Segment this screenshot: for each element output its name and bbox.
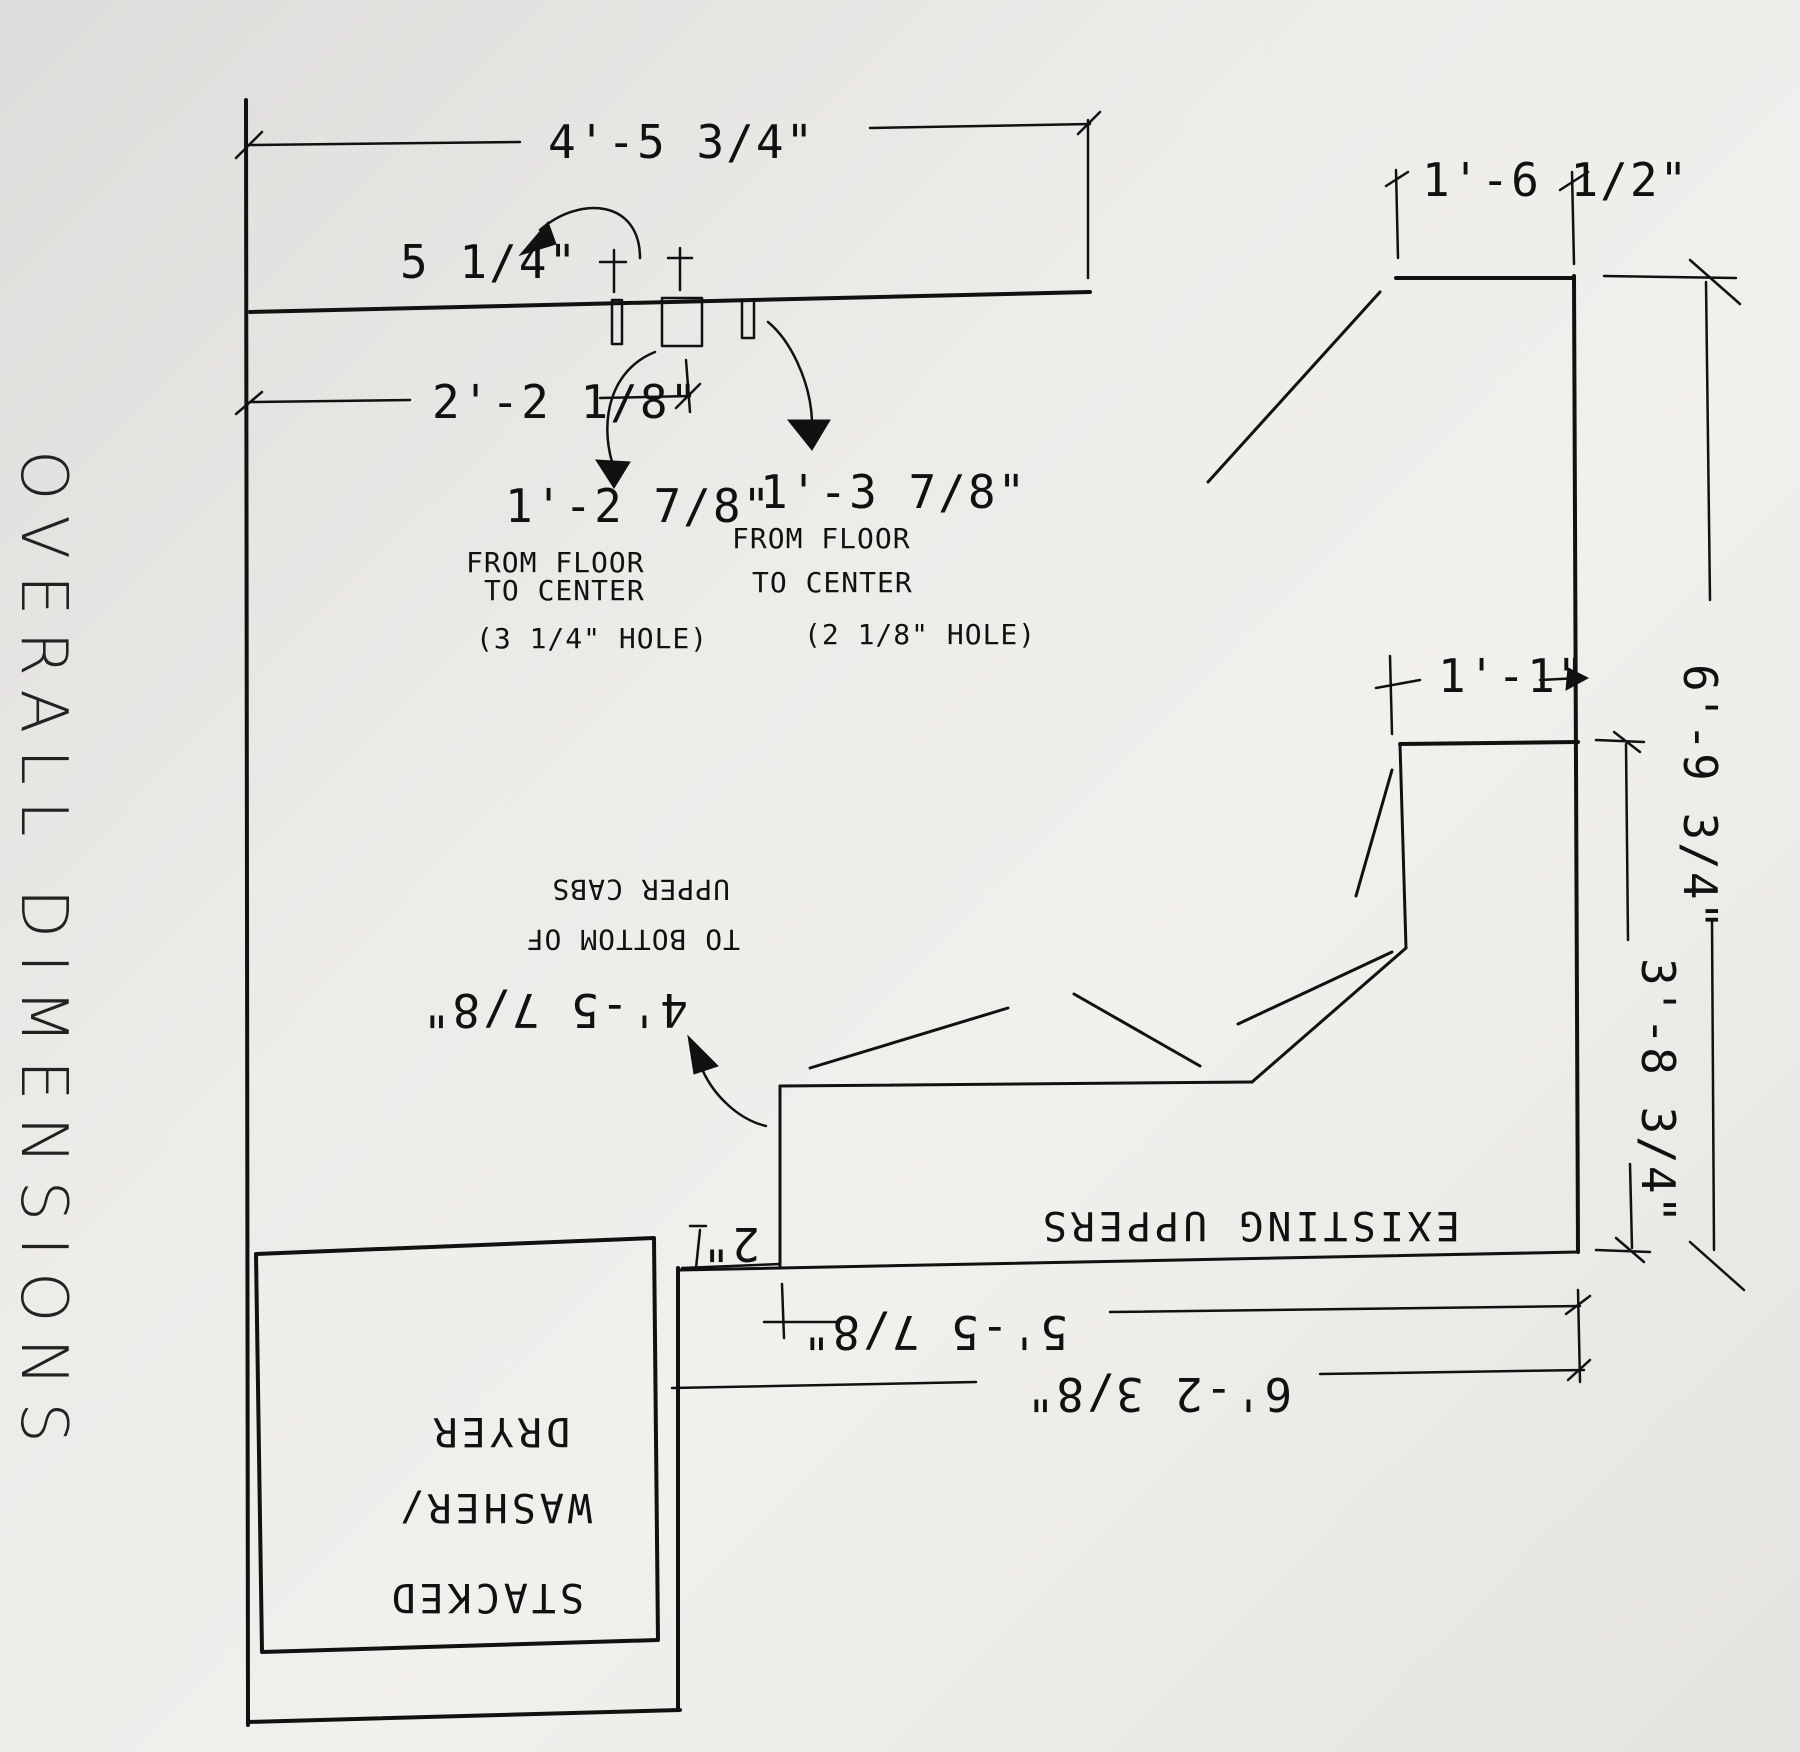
bottom-run-outer-label: 6'-2 3/8" bbox=[1025, 1367, 1292, 1421]
hole-note-arrows bbox=[595, 320, 831, 489]
right-cabinet-outline bbox=[778, 274, 1580, 1270]
wall-holes: 5 1/4" bbox=[400, 206, 756, 348]
drawing-title: OVERALL DIMENSIONS bbox=[6, 450, 80, 1459]
right-hole-line2: TO CENTER bbox=[752, 566, 913, 599]
to-bottom-upper-label: 4'-5 7/8" bbox=[421, 983, 688, 1037]
right-hole-size: (2 1/8" HOLE) bbox=[804, 618, 1036, 651]
washer-line3: DRYER bbox=[430, 1408, 570, 1454]
gap-label: 2" bbox=[701, 1217, 760, 1271]
left-hole-height: 1'-2 7/8" bbox=[505, 479, 772, 533]
bottom-run-inner-dimension: 5'-5 7/8" bbox=[762, 1282, 1592, 1384]
offset-5-quarter-label: 5 1/4" bbox=[400, 235, 578, 289]
bottom-run-inner-label: 5'-5 7/8" bbox=[801, 1305, 1068, 1359]
washer-line1: STACKED bbox=[387, 1574, 584, 1620]
bottom-run-outer-dimension: 6'-2 3/8" bbox=[670, 1358, 1592, 1421]
upper-cabs-line1: TO BOTTOM OF bbox=[526, 923, 740, 956]
uppers-height-dimension: 3'-8 3/4" bbox=[1594, 730, 1685, 1264]
top-width-label: 4'-5 3/4" bbox=[548, 115, 815, 169]
washer-dryer-box: STACKED WASHER/ DRYER bbox=[254, 1236, 660, 1654]
left-hole-size: (3 1/4" HOLE) bbox=[476, 622, 708, 655]
existing-uppers-label: EXISTING UPPERS bbox=[1039, 1202, 1460, 1248]
right-hole-height: 1'-3 7/8" bbox=[760, 465, 1027, 519]
left-hole-line1: FROM FLOOR bbox=[466, 546, 645, 579]
wall-to-box-label: 2'-2 1/8" bbox=[432, 375, 699, 429]
right-hole-note: 1'-3 7/8" FROM FLOOR TO CENTER (2 1/8" H… bbox=[732, 465, 1036, 651]
overall-height-dimension: 6'-9 3/4" bbox=[1602, 258, 1746, 1292]
wall-to-box-dimension: 2'-2 1/8" bbox=[234, 358, 702, 429]
right-cab-mid-label: 1'-1" bbox=[1438, 649, 1586, 703]
room-outline bbox=[244, 98, 1580, 1727]
overall-height-label: 6'-9 3/4" bbox=[1673, 664, 1727, 931]
right-cab-mid-dimension: 1'-1" bbox=[1374, 649, 1590, 736]
upper-cabs-line2: UPPER CABS bbox=[551, 873, 730, 906]
uppers-height-label: 3'-8 3/4" bbox=[1631, 958, 1685, 1225]
gap-dimension: 2" bbox=[680, 1217, 782, 1271]
right-cab-top-dimension: 1'-6 1/2" bbox=[1384, 153, 1689, 266]
upper-cabs-note: 4'-5 7/8" TO BOTTOM OF UPPER CABS bbox=[421, 873, 768, 1128]
left-hole-line2: TO CENTER bbox=[484, 574, 645, 607]
right-hole-line1: FROM FLOOR bbox=[732, 522, 911, 555]
washer-line2: WASHER/ bbox=[395, 1484, 592, 1530]
left-hole-note: 1'-2 7/8" FROM FLOOR TO CENTER (3 1/4" H… bbox=[466, 479, 772, 655]
right-cab-top-label: 1'-6 1/2" bbox=[1422, 153, 1689, 207]
top-width-dimension: 4'-5 3/4" bbox=[234, 110, 1102, 280]
